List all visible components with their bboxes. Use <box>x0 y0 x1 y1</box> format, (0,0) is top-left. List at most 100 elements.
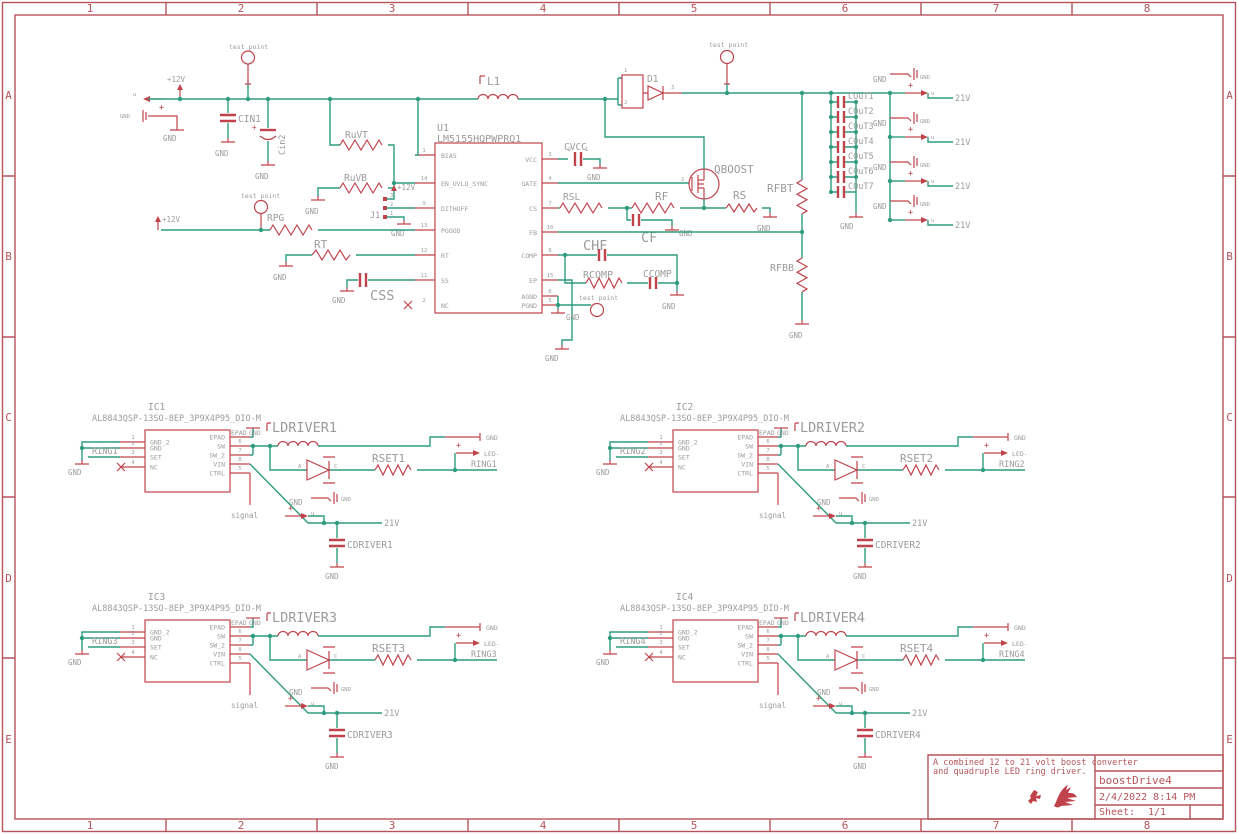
label-l1: L1 <box>487 75 500 88</box>
pin-label: u <box>931 135 934 141</box>
component-l1[interactable]: L1 <box>477 75 519 100</box>
svg-text:NC: NC <box>441 302 449 310</box>
test-point-1[interactable]: test point <box>229 43 268 99</box>
svg-text:2: 2 <box>422 298 425 304</box>
pin-number: 2 <box>624 100 627 106</box>
svg-text:5: 5 <box>548 298 551 304</box>
signal-net-label: signal <box>759 701 786 710</box>
output-power-connector-4[interactable]: u + 21V GND GND <box>873 194 970 231</box>
epad-label: EPAD <box>759 619 775 627</box>
driver-pin-names: GND_2 GND SET NC EPAD SW SW_2 VIN CTRL <box>150 434 225 478</box>
gnd-symbol-icon <box>329 562 345 568</box>
svg-text:8: 8 <box>766 457 769 463</box>
row-label: D <box>5 572 12 585</box>
component-qboost[interactable]: 2 QBOOST <box>558 99 754 208</box>
ring-net-label: RING4 <box>620 637 646 647</box>
component-cin1[interactable]: CIN1 GND <box>215 99 261 158</box>
gnd-label: GND <box>68 468 82 477</box>
crab-logo-icon <box>1028 790 1041 804</box>
component-u1[interactable]: U1 LM5155HQPWPRQ1 1 14 9 13 12 11 2 3 4 … <box>403 99 558 314</box>
test-point-2[interactable]: test point <box>709 41 748 93</box>
row-label: C <box>1226 411 1233 424</box>
test-point-label: test point <box>709 41 748 49</box>
gnd-label: GND <box>391 229 405 238</box>
net-label-21v: 21V <box>384 709 399 719</box>
ring-net-label: RING4 <box>999 650 1025 660</box>
output-power-connector-2[interactable]: u + 21V GND GND <box>873 111 970 148</box>
title-block: A combined 12 to 21 volt boost converter… <box>927 754 1224 820</box>
component-cs-network[interactable]: RSL RF RS GND CF GND <box>558 189 778 246</box>
component-rpg[interactable]: +12V RPG <box>155 213 415 236</box>
row-label: B <box>1226 250 1233 263</box>
row-label: E <box>1226 733 1233 746</box>
component-d1[interactable]: 1 2 D1 3 <box>617 68 682 109</box>
col-label: 6 <box>842 2 849 15</box>
plus-mark: + <box>984 441 989 451</box>
driver-pin-names: GND_2 GND SET NC EPAD SW SW_2 VIN CTRL <box>678 624 753 668</box>
output-capacitor-bank[interactable]: COuT1 COuT2 COuT3 COuT4 COuT5 COuT6 COuT… <box>829 92 874 231</box>
driver-partname: AL8843QSP-13SO-8EP_3P9X4P95_DIO-M <box>92 604 261 614</box>
component-cvcc[interactable]: CVCC 2 1 GND <box>558 142 608 182</box>
gnd-label: GND <box>305 207 319 216</box>
epad-label: EPAD <box>231 429 247 437</box>
plus-mark: + <box>456 631 461 641</box>
output-power-connector-1[interactable]: u + 21V GND GND <box>873 67 970 104</box>
output-power-connector-3[interactable]: u + 21V GND GND <box>873 155 970 192</box>
supply-12v[interactable]: +12V <box>167 75 186 99</box>
led-driver-block-1[interactable]: IC1 AL8843QSP-13SO-8EP_3P9X4P95_DIO-M 1 … <box>68 402 500 581</box>
connector-j1[interactable]: J1 3 2 1 +12V GND <box>370 183 416 238</box>
component-comp-network[interactable]: CHF RCOMP CCOMP GND <box>558 238 685 311</box>
led-driver-block-4[interactable]: IC4 AL8843QSP-13SO-8EP_3P9X4P95_DIO-M 1 … <box>596 592 1028 771</box>
test-point-4[interactable]: test point <box>558 294 618 318</box>
ring-net-label: RING3 <box>471 650 497 660</box>
plus-mark: + <box>816 504 821 514</box>
component-cin2[interactable]: + Cin2 GND <box>252 99 288 181</box>
epad-label: EPAD <box>231 619 247 627</box>
anode-label: A <box>826 464 830 470</box>
led-driver-block-3[interactable]: IC3 AL8843QSP-13SO-8EP_3P9X4P95_DIO-M 1 … <box>68 592 500 771</box>
nc-x-icon <box>116 652 126 662</box>
svg-text:3: 3 <box>659 640 662 646</box>
cout-caps <box>829 96 858 198</box>
resistor-rt-icon <box>311 249 351 261</box>
component-css[interactable]: GND CSS <box>332 273 415 305</box>
svg-text:CTRL: CTRL <box>209 660 225 668</box>
gnd-label: GND <box>679 229 693 238</box>
row-label: B <box>5 250 12 263</box>
pin-number: 2 <box>681 177 684 183</box>
roadrunner-logo-icon <box>1054 785 1077 808</box>
svg-text:SW_2: SW_2 <box>209 642 225 650</box>
resistor-rsl-icon <box>559 202 603 214</box>
gnd-label: GND <box>869 497 879 503</box>
gnd-label: GND <box>163 134 177 143</box>
label-d1: D1 <box>647 74 659 85</box>
plus-mark: + <box>288 694 293 704</box>
gnd-symbol-icon <box>329 752 345 758</box>
component-ruvt-ruvb[interactable]: RuVT RuVB GND <box>305 99 415 216</box>
led-driver-block-2[interactable]: IC2 AL8843QSP-13SO-8EP_3P9X4P95_DIO-M 1 … <box>596 402 1028 581</box>
input-rail-wiring <box>148 96 618 102</box>
plus-mark: + <box>159 103 164 113</box>
test-point-3[interactable]: test point <box>241 192 280 230</box>
driver-refdes: IC1 <box>148 402 165 413</box>
gnd-label: GND <box>215 149 229 158</box>
diode-icon <box>306 456 335 484</box>
pin-number: 2 <box>390 202 393 208</box>
net-label-21v: 21V <box>384 519 399 529</box>
svg-text:RT: RT <box>441 252 449 260</box>
component-rt[interactable]: RT GND <box>273 238 415 282</box>
gnd-symbol-icon <box>602 649 618 655</box>
inductor-ldriver-icon <box>277 630 319 637</box>
svg-text:11: 11 <box>421 273 428 279</box>
gnd-label: GND <box>332 296 346 305</box>
svg-text:7: 7 <box>238 448 241 454</box>
frame-column-labels-bottom: 1 2 3 4 5 6 7 8 <box>87 819 1151 832</box>
row-label: C <box>5 411 12 424</box>
gnd-bars-icon <box>333 681 338 695</box>
component-fb-divider[interactable]: RFBT RFBB GND <box>558 93 810 340</box>
label-ccomp: CCOMP <box>643 269 672 280</box>
svg-text:15: 15 <box>547 273 554 279</box>
gnd-label: GND <box>341 687 351 693</box>
svg-text:1: 1 <box>659 435 662 441</box>
driver-pin-numbers: 1 2 3 4 6 7 8 5 <box>659 435 769 472</box>
